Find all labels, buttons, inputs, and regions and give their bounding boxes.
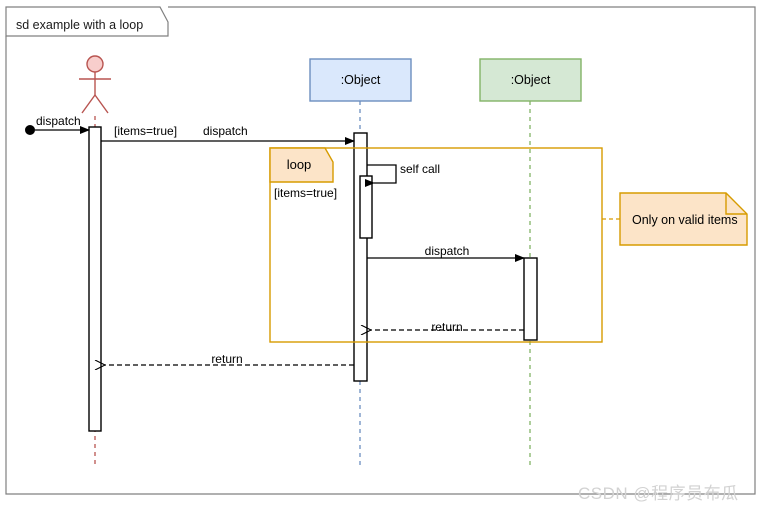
message-label-return-1: return <box>431 320 463 334</box>
message-label-self-call: self call <box>400 162 441 176</box>
message-label-return-2: return <box>211 352 243 366</box>
note-text: Only on valid items <box>632 213 738 227</box>
activation-object-blue <box>353 132 368 382</box>
watermark: CSDN @程序员布瓜 <box>578 484 739 503</box>
loop-fragment-label: loop <box>286 157 312 172</box>
activation-object-green <box>523 257 538 341</box>
message-label-dispatch-1: dispatch <box>36 114 81 128</box>
message-self-call <box>365 164 397 187</box>
object-box-blue-label: :Object <box>340 73 381 87</box>
diagram-frame <box>5 6 756 495</box>
loop-fragment-guard: [items=true] <box>274 186 338 200</box>
frame-label: sd example with a loop <box>16 18 144 32</box>
message-label-dispatch-2: dispatch <box>203 124 248 138</box>
note-shape <box>619 192 748 246</box>
loop-fragment <box>269 147 603 343</box>
object-box-blue <box>309 58 412 102</box>
actor-figure <box>79 55 111 114</box>
found-message-dot <box>25 125 35 135</box>
message-label-dispatch-3: dispatch <box>424 244 470 258</box>
message-label-guard: [items=true] <box>114 124 178 138</box>
activation-object-blue-nested <box>359 175 373 239</box>
activation-actor <box>88 126 102 432</box>
object-box-green-label: :Object <box>510 73 551 87</box>
